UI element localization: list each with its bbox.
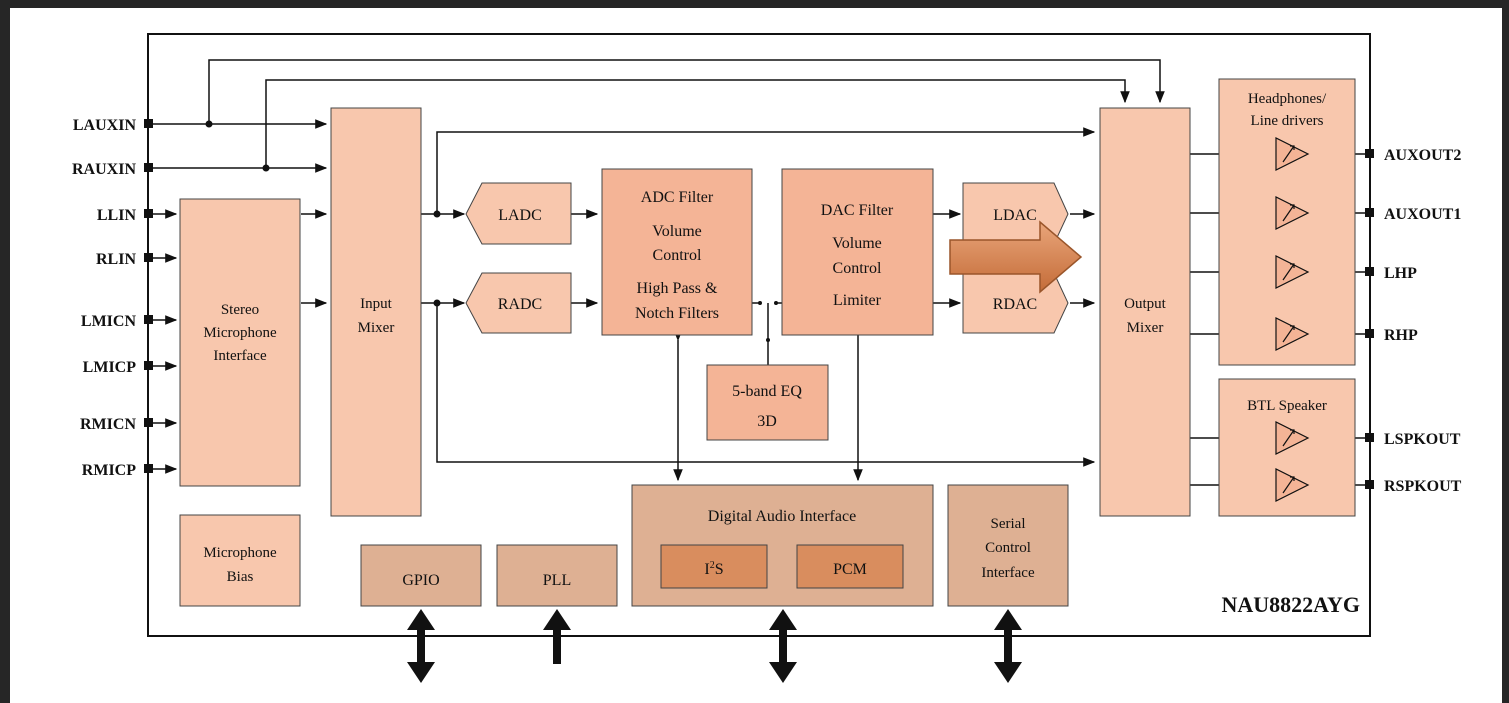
pll-block <box>496 544 618 607</box>
gpio-block <box>360 544 482 607</box>
dac-filter-label-4: Limiter <box>833 292 882 309</box>
i2s-label: I2S <box>704 560 723 578</box>
pll-in-arrow <box>543 609 571 664</box>
mic-interface-label-2: Microphone <box>203 325 277 341</box>
output-mixer-label-1: Output <box>1124 296 1167 312</box>
eq-block <box>706 364 829 441</box>
pin-rmicp: RMICP <box>82 462 136 479</box>
pin-auxout1: AUXOUT1 <box>1384 206 1461 223</box>
serial-label-2: Control <box>985 540 1031 556</box>
input-mixer-label-1: Input <box>360 296 392 312</box>
output-mixer-label-2: Mixer <box>1127 320 1164 336</box>
pin-lauxin: LAUXIN <box>73 117 137 134</box>
dai-label: Digital Audio Interface <box>708 508 856 525</box>
ladc-label: LADC <box>498 207 542 224</box>
external-io-arrows <box>407 609 1022 683</box>
adc-filter-block <box>601 168 753 336</box>
input-mixer-block <box>330 107 422 517</box>
dac-filter-label-2: Volume <box>832 235 881 252</box>
pin-rhp: RHP <box>1384 327 1418 344</box>
mic-interface-label-3: Interface <box>213 348 267 364</box>
dac-filter-label-3: Control <box>833 260 882 277</box>
adc-filter-label-3: Control <box>653 247 702 264</box>
adc-filter-label-1: ADC Filter <box>641 189 714 206</box>
amp-gain-arrows <box>1282 145 1295 494</box>
serial-control-block <box>947 484 1069 607</box>
dai-io-arrow <box>769 609 797 683</box>
amplifiers <box>1275 137 1310 502</box>
chip-name: NAU8822AYG <box>1221 592 1360 617</box>
hp-drivers-label-1: Headphones/ <box>1248 91 1327 107</box>
pin-lmicp: LMICP <box>83 359 137 376</box>
btl-speaker-label: BTL Speaker <box>1247 398 1327 414</box>
rdac-label: RDAC <box>993 296 1037 313</box>
junction-dots <box>205 120 778 342</box>
pcm-block <box>796 544 904 589</box>
serial-label-1: Serial <box>991 516 1026 532</box>
pin-lspkout: LSPKOUT <box>1384 431 1461 448</box>
pin-rspkout: RSPKOUT <box>1384 478 1462 495</box>
dac-filter-block <box>781 168 934 336</box>
radc-label: RADC <box>498 296 542 313</box>
pin-rlin: RLIN <box>96 251 136 268</box>
mic-bias-block <box>179 514 301 607</box>
top-border <box>0 0 1509 8</box>
output-mixer-block <box>1099 107 1191 517</box>
input-mixer-label-2: Mixer <box>358 320 395 336</box>
eq-label-1: 5-band EQ <box>732 383 802 400</box>
pll-label: PLL <box>543 572 571 589</box>
eq-label-2: 3D <box>757 413 777 430</box>
ladc-block <box>465 182 572 245</box>
left-border <box>0 0 10 703</box>
pin-lmicn: LMICN <box>81 313 137 330</box>
mic-input-arrows <box>150 209 178 474</box>
gpio-label: GPIO <box>402 572 439 589</box>
hp-drivers-label-2: Line drivers <box>1251 113 1324 129</box>
mic-bias-label-2: Bias <box>227 569 254 585</box>
pin-auxout2: AUXOUT2 <box>1384 147 1461 164</box>
gpio-io-arrow <box>407 609 435 683</box>
pin-rauxin: RAUXIN <box>72 161 136 178</box>
pin-rmicn: RMICN <box>80 416 136 433</box>
pcm-label: PCM <box>833 561 867 578</box>
highlight-arrow <box>949 220 1083 294</box>
dac-filter-label-1: DAC Filter <box>821 202 894 219</box>
adc-filter-label-2: Volume <box>652 223 701 240</box>
serial-io-arrow <box>994 609 1022 683</box>
right-border <box>1502 0 1509 703</box>
adc-filter-label-5: Notch Filters <box>635 305 719 322</box>
adc-filter-label-4: High Pass & <box>637 280 718 297</box>
pin-squares <box>144 119 1374 489</box>
mic-interface-block <box>179 198 301 487</box>
i2s-block <box>660 544 768 589</box>
serial-label-3: Interface <box>981 565 1035 581</box>
pin-lhp: LHP <box>1384 265 1417 282</box>
mic-bias-label-1: Microphone <box>203 545 277 561</box>
ldac-label: LDAC <box>993 207 1037 224</box>
radc-block <box>465 272 572 334</box>
mic-interface-label-1: Stereo <box>221 302 259 318</box>
pin-llin: LLIN <box>97 207 137 224</box>
